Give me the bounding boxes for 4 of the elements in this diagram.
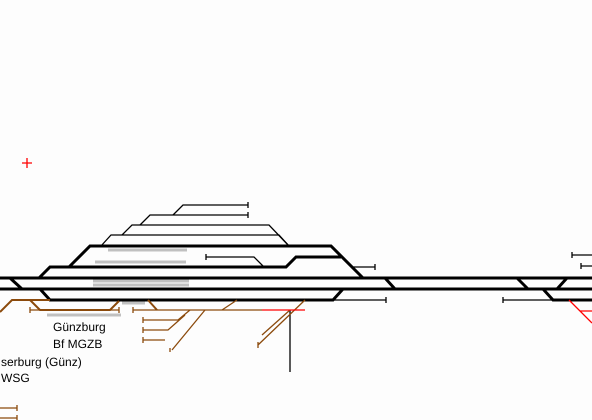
station-label: WSG <box>1 371 30 385</box>
station-label: Günzburg <box>53 320 106 334</box>
station-label: Bf MGZB <box>53 337 102 351</box>
station-label: serburg (Günz) <box>1 355 82 369</box>
